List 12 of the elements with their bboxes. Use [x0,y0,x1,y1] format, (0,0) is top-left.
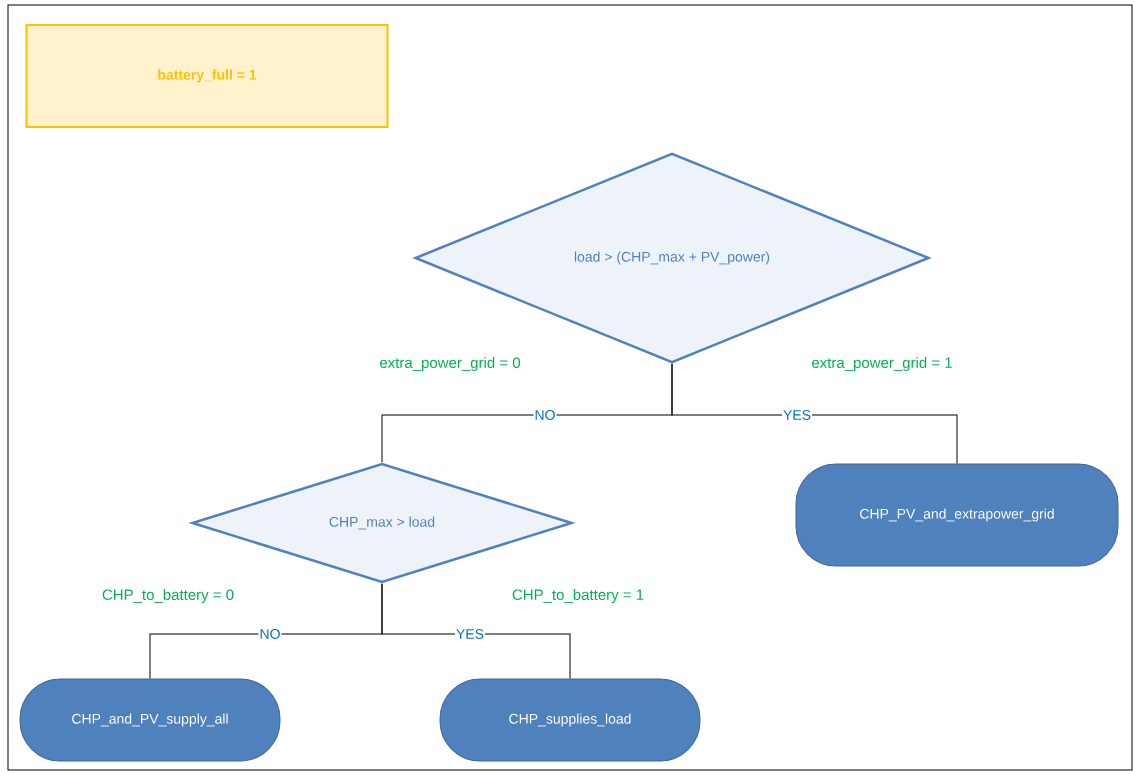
connector [381,583,571,679]
connector [671,363,958,464]
condition-label: CHP_to_battery = 0 [102,589,234,603]
terminal-box: CHP_supplies_load [439,678,701,762]
terminal-box: CHP_and_PV_supply_all [19,678,281,762]
note-box: battery_full = 1 [25,24,389,128]
edge-label: NO [533,409,557,421]
edge-label: YES [782,409,812,421]
edge-label: YES [455,628,485,640]
edge-label: NO [258,628,282,640]
condition-label: CHP_to_battery = 1 [512,589,644,603]
terminal-box: CHP_PV_and_extrapower_grid [795,463,1119,567]
